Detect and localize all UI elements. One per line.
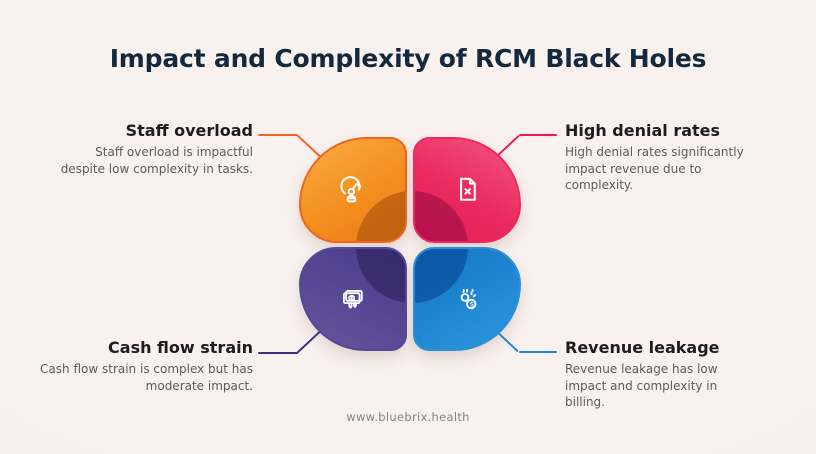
workload-gauge-icon [340, 176, 362, 203]
item-description: High denial rates significantly impact r… [565, 145, 744, 193]
dripping-cash-icon [343, 290, 363, 309]
page-title: Impact and Complexity of RCM Black Holes [109, 44, 707, 73]
denied-claim-document-icon [460, 177, 476, 201]
item-description: Cash flow strain is complex but has mode… [40, 362, 253, 393]
item-staff-overload: Staff overload Staff overload is impactf… [53, 121, 253, 177]
connector-staff-overload [258, 134, 298, 136]
svg-text:$: $ [470, 300, 475, 309]
connector-cash-flow-strain [258, 352, 298, 354]
item-description: Staff overload is impactful despite low … [60, 145, 253, 176]
item-label: Staff overload [125, 121, 253, 140]
leaking-coins-icon: $ [460, 288, 477, 310]
petal-revenue-leakage: $ [413, 247, 521, 351]
item-label: High denial rates [565, 121, 721, 140]
website-url: www.bluebrix.health [346, 410, 470, 424]
item-label: Cash flow strain [108, 338, 253, 357]
item-high-denial-rates: High denial rates High denial rates sign… [565, 121, 770, 194]
petal-staff-overload [299, 137, 407, 243]
item-label: Revenue leakage [565, 338, 720, 357]
item-revenue-leakage: Revenue leakage Revenue leakage has low … [565, 338, 737, 411]
petal-high-denial-rates [413, 137, 521, 243]
petal-cash-flow-strain [299, 247, 407, 351]
connector-high-denial-rates [519, 134, 557, 136]
connector-revenue-leakage [519, 351, 557, 353]
item-cash-flow-strain: Cash flow strain Cash flow strain is com… [33, 338, 253, 394]
item-description: Revenue leakage has low impact and compl… [565, 362, 718, 410]
